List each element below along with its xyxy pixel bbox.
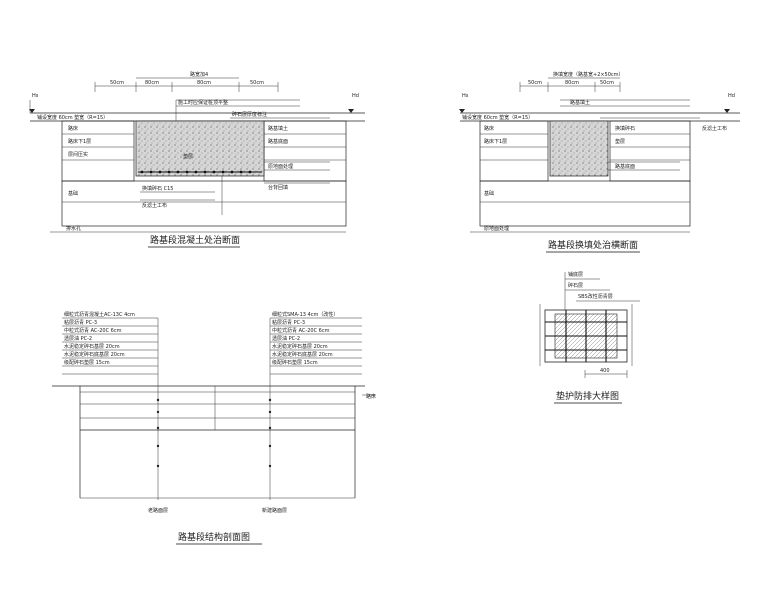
d1-dim-4: 50cm bbox=[250, 80, 264, 86]
drawing-4-detail: 铺底层 碎石层 SBS改性沥青层 400 垫护防排大样图 bbox=[539, 271, 640, 404]
d1-note-10: 原地面处理 bbox=[268, 163, 293, 170]
d1-note-2: 路床下1层 bbox=[68, 138, 91, 145]
d2-note-8: 原地面处理 bbox=[484, 225, 509, 232]
d1-note-12: 换填碎石 C15 bbox=[142, 185, 173, 192]
d3-right-layer-2: 中粒式沥青 AC-20C 6cm bbox=[272, 327, 330, 334]
d1-dim-1: 50cm bbox=[110, 80, 124, 86]
d3-right-layer-3: 透层油 PC-2 bbox=[272, 335, 300, 342]
drawing-2-cross-section: 换填宽度（路基宽+2×50cm） 50cm 80cm 50cm Hs Hd 铺设… bbox=[459, 71, 740, 253]
rebar-dot bbox=[221, 170, 225, 174]
d2-left-level-icon bbox=[459, 109, 465, 113]
d1-note-7: 碎石层厚度标注 bbox=[232, 111, 267, 118]
d3-leader-dots bbox=[156, 398, 272, 468]
d1-note-9: 路基底面 bbox=[268, 138, 288, 145]
rebar-dot bbox=[140, 170, 144, 174]
d3-title: 路基段结构剖面图 bbox=[178, 531, 250, 543]
d4-label-1: 碎石层 bbox=[568, 282, 583, 289]
drawing-3-pavement-structure: 细粒式沥青混凝土AC-13C 4cm 粘层沥青 PC-3 中粒式沥青 AC-20… bbox=[52, 311, 376, 545]
d1-note-11: 台背回填 bbox=[268, 184, 288, 191]
d2-left-mark: Hs bbox=[462, 93, 469, 99]
rebar-dot bbox=[248, 170, 252, 174]
d3-left-layer-3: 透层油 PC-2 bbox=[64, 335, 92, 342]
d1-dim-3: 80cm bbox=[197, 80, 211, 86]
d4-label-2: SBS改性沥青层 bbox=[578, 293, 613, 300]
rebar-dot bbox=[158, 170, 162, 174]
rebar-dot bbox=[185, 170, 189, 174]
d1-dim-2: 80cm bbox=[145, 80, 159, 86]
d3-right-layer-1: 粘层沥青 PC-3 bbox=[272, 319, 305, 326]
d3-side-label: 路床 bbox=[366, 393, 376, 400]
d2-note-7: 路基底面 bbox=[615, 163, 635, 170]
d1-note-13: 反滤土工布 bbox=[142, 202, 167, 209]
d3-bottom-right: 新建路面层 bbox=[262, 507, 287, 514]
d3-left-layer-list: 细粒式沥青混凝土AC-13C 4cm 粘层沥青 PC-3 中粒式沥青 AC-20… bbox=[62, 311, 158, 375]
d2-note-9: 反滤土工布 bbox=[702, 125, 727, 132]
d3-left-layer-6: 级配碎石垫层 15cm bbox=[64, 359, 110, 366]
d2-top-label: 换填宽度（路基宽+2×50cm） bbox=[553, 71, 624, 78]
rebar-dot bbox=[212, 170, 216, 174]
d1-title: 路基段混凝土处治断面 bbox=[150, 234, 240, 246]
d1-note-1: 路床 bbox=[68, 125, 78, 132]
rebar-dot bbox=[203, 170, 207, 174]
d1-note-6: 施工时应保证桩顶平整 bbox=[178, 99, 228, 106]
d1-left-mark: Hs bbox=[32, 93, 39, 99]
d3-left-layer-1: 粘层沥青 PC-3 bbox=[64, 319, 97, 326]
d3-left-layer-2: 中粒式沥青 AC-20C 6cm bbox=[64, 327, 122, 334]
d1-right-mark: Hd bbox=[352, 93, 359, 99]
d2-dim-3: 50cm bbox=[600, 80, 614, 86]
d1-right-level-icon bbox=[348, 109, 354, 113]
d2-dim-2: 80cm bbox=[565, 80, 579, 86]
d2-note-5: 基础 bbox=[484, 190, 494, 197]
d4-title: 垫护防排大样图 bbox=[556, 390, 619, 402]
d1-top-label: 路宽加4 bbox=[190, 71, 208, 78]
d4-grid-detail bbox=[544, 309, 628, 363]
d3-left-layer-0: 细粒式沥青混凝土AC-13C 4cm bbox=[64, 311, 135, 318]
d1-note-14: 排水孔 bbox=[66, 225, 81, 232]
d3-right-layer-5: 水泥稳定碎石底基层 20cm bbox=[272, 351, 333, 358]
d1-rebar-row bbox=[138, 170, 262, 174]
d4-dim: 400 bbox=[600, 368, 610, 374]
d2-note-2: 路床下1层 bbox=[484, 138, 507, 145]
d3-bottom-left: 老路面层 bbox=[148, 507, 168, 514]
d1-left-level-icon bbox=[29, 109, 35, 113]
drawing-1-cross-section: 路宽加4 50cm 80cm 80cm 50cm Hs Hd bbox=[29, 71, 365, 248]
d1-note-4: 垫层 bbox=[183, 153, 193, 160]
d2-dim-1: 50cm bbox=[528, 80, 542, 86]
d2-right-level-icon bbox=[724, 109, 730, 113]
d2-note-0: 铺设宽度 60cm 垫宽（R=15） bbox=[462, 114, 533, 121]
rebar-dot bbox=[149, 170, 153, 174]
d2-note-4: 垫层 bbox=[615, 138, 625, 145]
rebar-dot bbox=[194, 170, 198, 174]
d2-note-1: 路床 bbox=[484, 125, 494, 132]
d1-note-8: 路基填土 bbox=[268, 125, 288, 132]
d4-label-0: 铺底层 bbox=[568, 271, 583, 278]
d3-right-layer-6: 级配碎石垫层 15cm bbox=[272, 359, 318, 366]
d2-note-3: 换填碎石 bbox=[615, 125, 635, 132]
d3-left-layer-4: 水泥稳定碎石基层 20cm bbox=[64, 343, 120, 350]
rebar-dot bbox=[176, 170, 180, 174]
d1-note-3: 层间压实 bbox=[68, 151, 88, 158]
d3-right-layer-list: 细粒式SMA-13 4cm（改性） 粘层沥青 PC-3 中粒式沥青 AC-20C… bbox=[270, 311, 362, 375]
d2-title: 路基段换填处治横断面 bbox=[548, 239, 638, 251]
d2-gravel-fill bbox=[549, 120, 609, 177]
d1-note-0: 铺设宽度 60cm 垫宽（R=15） bbox=[37, 114, 108, 121]
d3-right-layer-0: 细粒式SMA-13 4cm（改性） bbox=[272, 311, 338, 318]
rebar-dot bbox=[230, 170, 234, 174]
d2-right-mark: Hd bbox=[728, 93, 735, 99]
rebar-dot bbox=[239, 170, 243, 174]
d2-note-6: 路基填土 bbox=[570, 99, 590, 106]
d1-note-5: 基础 bbox=[68, 190, 78, 197]
d1-gravel-fill bbox=[135, 120, 265, 177]
d3-right-layer-4: 水泥稳定碎石基层 20cm bbox=[272, 343, 328, 350]
d3-left-layer-5: 水泥稳定碎石底基层 20cm bbox=[64, 351, 125, 358]
rebar-dot bbox=[167, 170, 171, 174]
